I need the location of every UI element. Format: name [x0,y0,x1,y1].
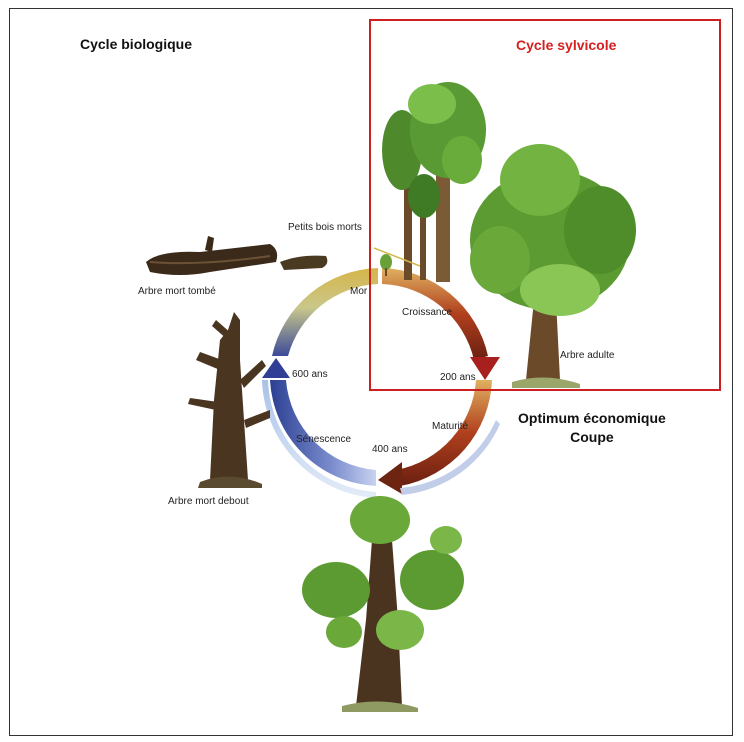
maturity-arrowhead [378,462,402,494]
standing-dead-tree-label: Arbre mort debout [168,496,249,507]
age-200-label: 200 ans [440,372,476,383]
fallen-dead-tree-label: Arbre mort tombé [138,286,216,297]
maturity-arc [396,380,492,486]
silvicultural-cycle-box [369,19,721,391]
death-arc [272,268,378,356]
senescence-arc [270,380,376,486]
age-400-label: 400 ans [372,444,408,455]
mature-tree-illustration [302,496,464,712]
economic-optimum-line1: Optimum économique [518,409,666,428]
economic-optimum-line2: Coupe [518,428,666,447]
economic-optimum-label: Optimum économique Coupe [518,409,666,447]
senescence-arrowhead [262,358,290,378]
silvicultural-cycle-title: Cycle sylvicole [516,37,616,53]
standing-dead-tree-illustration [188,312,270,488]
adult-tree-label: Arbre adulte [560,350,614,361]
age-600-label: 600 ans [292,369,328,380]
growth-label: Croissance [402,307,452,318]
biological-cycle-title: Cycle biologique [80,36,192,52]
death-label: Mor [350,286,367,297]
small-dead-wood-label: Petits bois morts [288,222,362,233]
fallen-log-illustration [146,236,327,275]
senescence-label: Sénescence [296,434,351,445]
maturity-label: Maturité [432,421,468,432]
